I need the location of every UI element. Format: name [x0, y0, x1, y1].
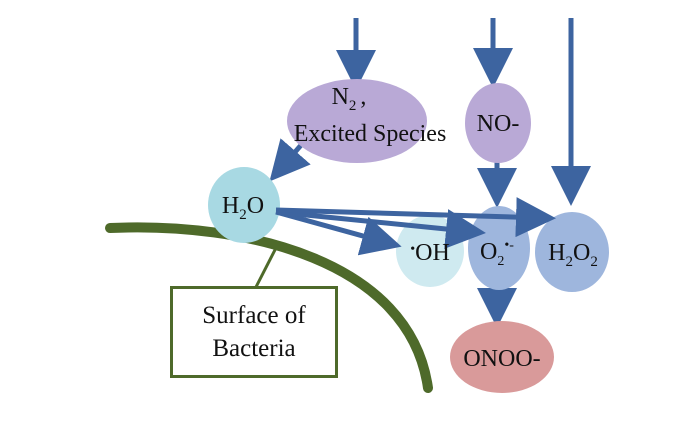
bacteria-surface-curve: [105, 222, 433, 393]
oh-label: •OH: [410, 240, 450, 266]
h2o-label: H2O: [222, 193, 264, 223]
no-node: [465, 83, 531, 163]
arrow-h2o-to-h2o2: [275, 197, 556, 238]
arrow-h2o-to-oh: [275, 209, 402, 256]
h2o2-label: H2O2: [548, 240, 598, 270]
n2-excited-label-line1: N2,: [332, 84, 367, 114]
arrow-h2o-to-o2: [275, 209, 486, 249]
no-label: NO-: [477, 111, 520, 137]
h2o2-node: [535, 212, 609, 292]
surface-connector-line: [254, 243, 280, 288]
surface-label-line2: Bacteria: [212, 335, 296, 362]
o2-label: O2•-: [480, 238, 514, 269]
n2-excited-label-line2: Excited Species: [294, 121, 447, 147]
surface-label-line1: Surface of: [202, 302, 306, 329]
arrow-n2-to-h2o: [269, 138, 311, 182]
surface-of-bacteria-box: Surface of Bacteria: [170, 286, 338, 378]
n2-excited-node: [287, 79, 427, 163]
onoo-label: ONOO-: [463, 346, 540, 372]
h2o-node: [208, 167, 280, 243]
onoo-node: [450, 321, 554, 393]
